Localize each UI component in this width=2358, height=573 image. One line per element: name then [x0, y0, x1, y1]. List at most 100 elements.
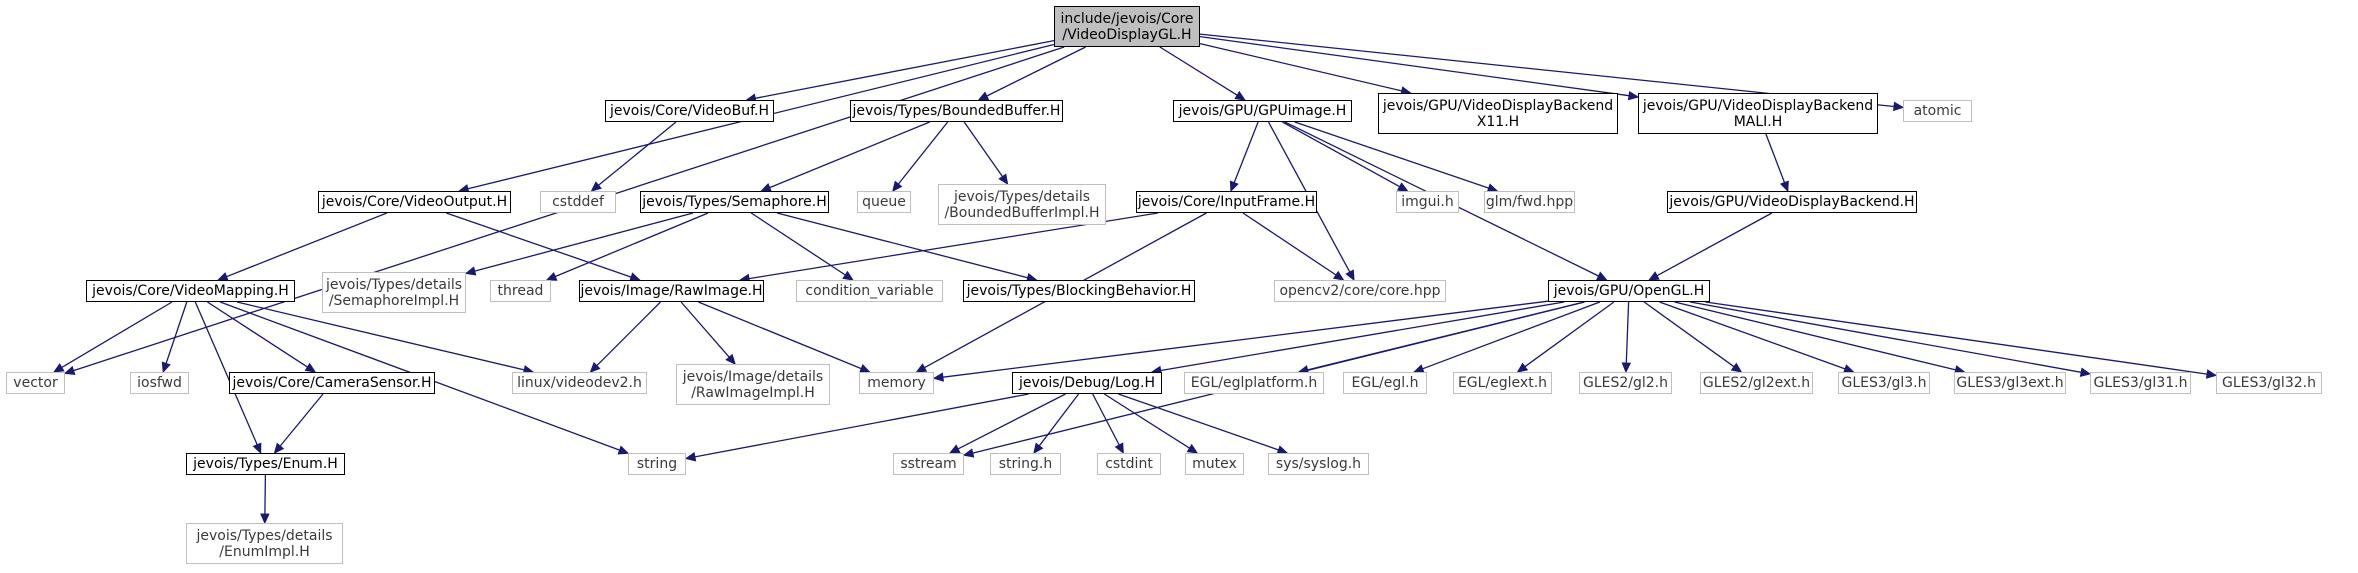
edge-log-to-syslog	[1118, 393, 1279, 451]
arrowhead-vmap-to-camsens	[304, 362, 317, 373]
arrowhead-vmap-to-string	[617, 445, 630, 455]
node-vmap[interactable]: jevois/Core/VideoMapping.H	[86, 280, 295, 302]
node-bbuf[interactable]: jevois/Types/BoundedBuffer.H	[850, 100, 1063, 122]
edge-opengl-to-gl3ext	[1674, 301, 1956, 371]
edge-root-to-vbuf	[755, 39, 1055, 99]
edge-vmap-to-vector	[61, 301, 173, 368]
node-mali[interactable]: jevois/GPU/VideoDisplayBackend MALI.H	[1638, 93, 1878, 134]
edge-opengl-to-eglext	[1524, 301, 1615, 368]
edge-bbuf-to-queue	[897, 121, 949, 185]
arrowhead-inframe-to-memory	[915, 363, 928, 373]
node-gl3: GLES3/gl3.h	[1838, 372, 1930, 394]
arrowhead-gpuimg-to-inframe	[1229, 180, 1239, 193]
edge-enum-to-enumimpl	[264, 474, 267, 515]
arrowhead-bbuf-to-queue	[892, 180, 903, 192]
arrowhead-bbuf-to-bbufimpl	[998, 173, 1009, 186]
node-gl32: GLES3/gl32.h	[2216, 372, 2322, 394]
edge-inframe-to-cvcore	[1242, 212, 1337, 276]
arrowhead-sema-to-semaimpl	[464, 266, 477, 276]
node-log[interactable]: jevois/Debug/Log.H	[1012, 372, 1162, 394]
arrowhead-log-to-sstream	[948, 444, 961, 454]
node-eglplat: EGL/eglplatform.h	[1184, 372, 1324, 394]
node-bbufimpl: jevois/Types/details /BoundedBufferImpl.…	[938, 184, 1106, 225]
arrowhead-opengl-to-gl31	[2079, 367, 2092, 377]
arrowhead-enum-to-enumimpl	[260, 513, 270, 525]
node-gl2: GLES2/gl2.h	[1579, 372, 1672, 394]
node-enum[interactable]: jevois/Types/Enum.H	[186, 453, 345, 475]
node-opengl[interactable]: jevois/GPU/OpenGL.H	[1548, 280, 1710, 302]
node-sstream: sstream	[893, 453, 964, 475]
node-mutex: mutex	[1185, 453, 1244, 475]
node-vdb[interactable]: jevois/GPU/VideoDisplayBackend.H	[1667, 191, 1917, 213]
node-enumimpl: jevois/Types/details /EnumImpl.H	[186, 523, 343, 564]
edge-sema-to-thread	[555, 212, 709, 278]
arrowhead-rawimg-to-videodev2	[589, 361, 601, 373]
edge-opengl-to-gl31	[1690, 301, 2082, 373]
node-gl2ext: GLES2/gl2ext.h	[1700, 372, 1813, 394]
edge-log-to-cstdint	[1092, 393, 1120, 446]
node-string: string	[628, 453, 686, 475]
node-vector: vector	[6, 372, 65, 394]
node-syslog: sys/syslog.h	[1268, 453, 1369, 475]
arrowhead-root-to-atomic	[1893, 101, 1905, 112]
node-thread: thread	[490, 280, 551, 302]
arrowhead-opengl-to-gl32	[2205, 369, 2218, 379]
edge-opengl-to-log	[1160, 301, 1565, 372]
edge-root-to-gpuimg	[1159, 46, 1238, 96]
node-egl: EGL/egl.h	[1343, 372, 1427, 394]
node-stringh: string.h	[990, 453, 1061, 475]
node-rawimg[interactable]: jevois/Image/RawImage.H	[579, 280, 764, 302]
edge-log-to-sstream	[957, 393, 1066, 450]
edge-opengl-to-gl3	[1659, 301, 1846, 370]
edge-camsens-to-enum	[279, 393, 324, 447]
node-atomic: atomic	[1903, 100, 1972, 122]
node-root[interactable]: include/jevois/Core /VideoDisplayGL.H	[1054, 6, 1200, 47]
arrowhead-vdb-to-opengl	[1648, 271, 1660, 281]
node-condvar: condition_variable	[796, 280, 943, 302]
node-vbuf[interactable]: jevois/Core/VideoBuf.H	[605, 100, 774, 122]
node-rawimpl: jevois/Image/details /RawImageImpl.H	[676, 364, 830, 405]
node-eglext: EGL/eglext.h	[1453, 372, 1552, 394]
node-camsens[interactable]: jevois/Core/CameraSensor.H	[229, 372, 435, 394]
arrowhead-mali-to-vdb	[1779, 180, 1789, 193]
arrowhead-log-to-mutex	[1186, 443, 1199, 454]
node-x11[interactable]: jevois/GPU/VideoDisplayBackend X11.H	[1378, 93, 1618, 134]
arrowhead-opengl-to-sstream	[962, 448, 975, 458]
node-cstdint: cstdint	[1097, 453, 1161, 475]
node-inframe[interactable]: jevois/Core/InputFrame.H	[1136, 191, 1317, 213]
arrowhead-root-to-mali	[1627, 90, 1640, 101]
node-imgui: imgui.h	[1396, 191, 1459, 213]
arrowhead-vmap-to-iosfwd	[161, 361, 171, 374]
arrowhead-gpuimg-to-cvcore	[1345, 269, 1355, 282]
arrowhead-log-to-cstdint	[1114, 442, 1124, 455]
arrowhead-inframe-to-cvcore	[1332, 270, 1345, 281]
arrowhead-opengl-to-eglext	[1516, 362, 1529, 373]
arrowhead-sema-to-thread	[545, 272, 558, 281]
arrowhead-root-to-gpuimg	[1234, 90, 1246, 101]
node-cstddef: cstddef	[540, 191, 616, 213]
edge-rawimg-to-memory	[698, 301, 862, 370]
node-blocking[interactable]: jevois/Types/BlockingBehavior.H	[963, 280, 1195, 302]
node-vout[interactable]: jevois/Core/VideoOutput.H	[318, 191, 511, 213]
node-semaimpl: jevois/Types/details /SemaphoreImpl.H	[322, 272, 466, 313]
edge-sema-to-condvar	[750, 212, 846, 276]
edge-log-to-mutex	[1103, 393, 1190, 449]
node-memory: memory	[859, 372, 934, 394]
edge-root-to-bbuf	[986, 46, 1086, 97]
arrowhead-opengl-to-gl2ext	[1730, 362, 1743, 373]
edge-vout-to-rawimg	[446, 212, 632, 278]
arrowhead-camsens-to-enum	[273, 442, 285, 454]
edge-sema-to-blocking	[776, 212, 1028, 279]
arrowhead-log-to-stringh	[1033, 442, 1044, 454]
node-gpuimg[interactable]: jevois/GPU/GPUimage.H	[1173, 100, 1352, 122]
edge-vmap-to-camsens	[207, 301, 308, 368]
arrowhead-root-to-vector	[63, 365, 76, 375]
edge-mali-to-vdb	[1765, 133, 1786, 183]
edge-bbuf-to-bbufimpl	[963, 121, 1004, 177]
node-sema[interactable]: jevois/Types/Semaphore.H	[640, 191, 829, 213]
edge-root-to-mali	[1199, 35, 1630, 97]
node-glm: glm/fwd.hpp	[1484, 191, 1575, 213]
arrowhead-opengl-to-memory	[932, 372, 944, 382]
edge-root-to-x11	[1199, 42, 1402, 92]
edge-gpuimg-to-imgui	[1282, 121, 1401, 188]
